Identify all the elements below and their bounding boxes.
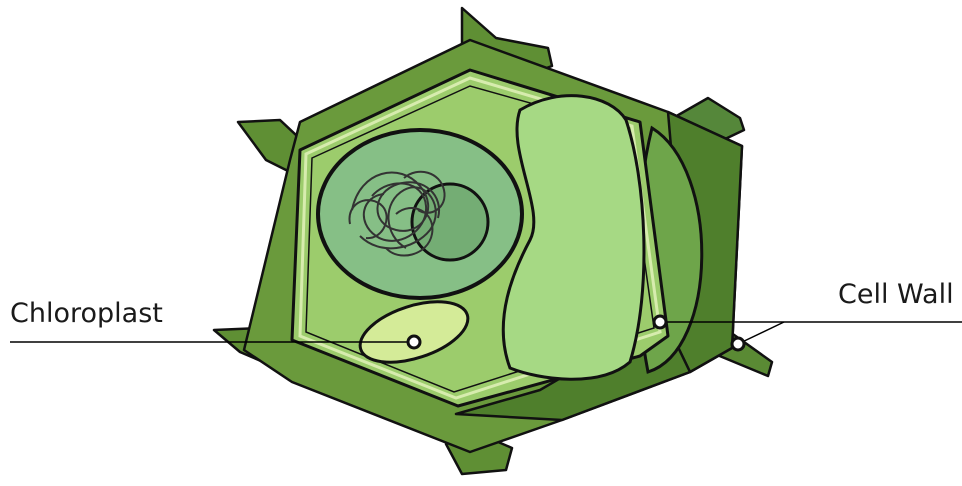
- cell-wall-marker: [732, 338, 744, 350]
- chloroplast-label: Chloroplast: [10, 300, 163, 327]
- cell-membrane-marker: [654, 316, 666, 328]
- chloroplast-marker: [408, 336, 420, 348]
- cell-wall-leader-line-2: [738, 322, 784, 344]
- cell-wall-label: Cell Wall: [838, 281, 954, 308]
